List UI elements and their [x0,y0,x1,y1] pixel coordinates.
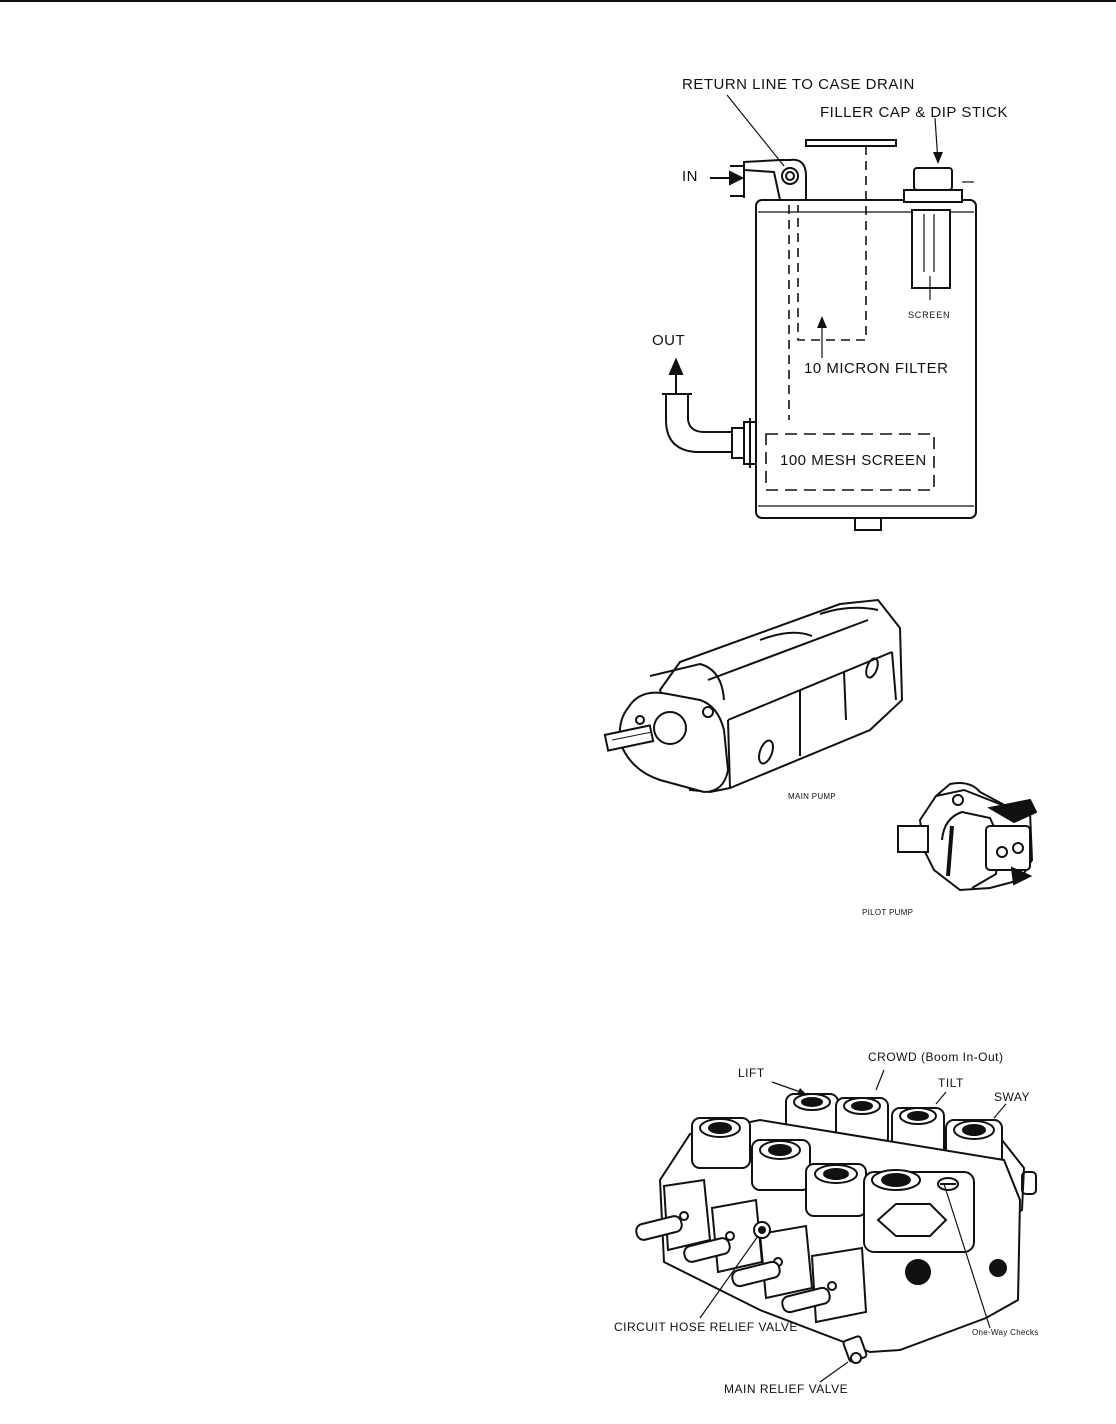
one-way-checks-label: One-Way Checks [972,1328,1039,1337]
tilt-label: TILT [938,1076,964,1090]
return-plate [805,139,897,147]
return-line-label: RETURN LINE TO CASE DRAIN [682,76,915,93]
inlet-fitting [743,158,807,201]
filter-dashed [797,146,867,341]
top-rule [0,0,1116,2]
outlet-elbow [665,394,732,453]
mesh-screen-label: 100 MESH SCREEN [780,452,927,469]
dipstick-screen [911,209,951,289]
lift-label: LIFT [738,1066,765,1080]
hydraulic-tank-diagram [662,94,977,531]
spools [635,1215,831,1314]
filter-label: 10 MICRON FILTER [804,360,949,377]
pilot-pump [897,782,1038,892]
crowd-label: CROWD (Boom In-Out) [868,1050,1004,1064]
pilot-pump-label: PILOT PUMP [862,908,914,917]
sway-label: SWAY [994,1090,1031,1104]
main-pump-label: MAIN PUMP [788,792,837,801]
screen-label: SCREEN [908,310,951,320]
in-label: IN [682,168,698,185]
filler-cap-label: FILLER CAP & DIP STICK [820,104,1009,121]
drain-plug [854,517,882,531]
circuit-relief-label: CIRCUIT HOSE RELIEF VALVE [614,1320,798,1334]
out-label: OUT [652,332,686,349]
main-pump [603,598,904,794]
main-relief-label: MAIN RELIEF VALVE [724,1382,849,1396]
mesh-screen-dashed [765,433,935,491]
